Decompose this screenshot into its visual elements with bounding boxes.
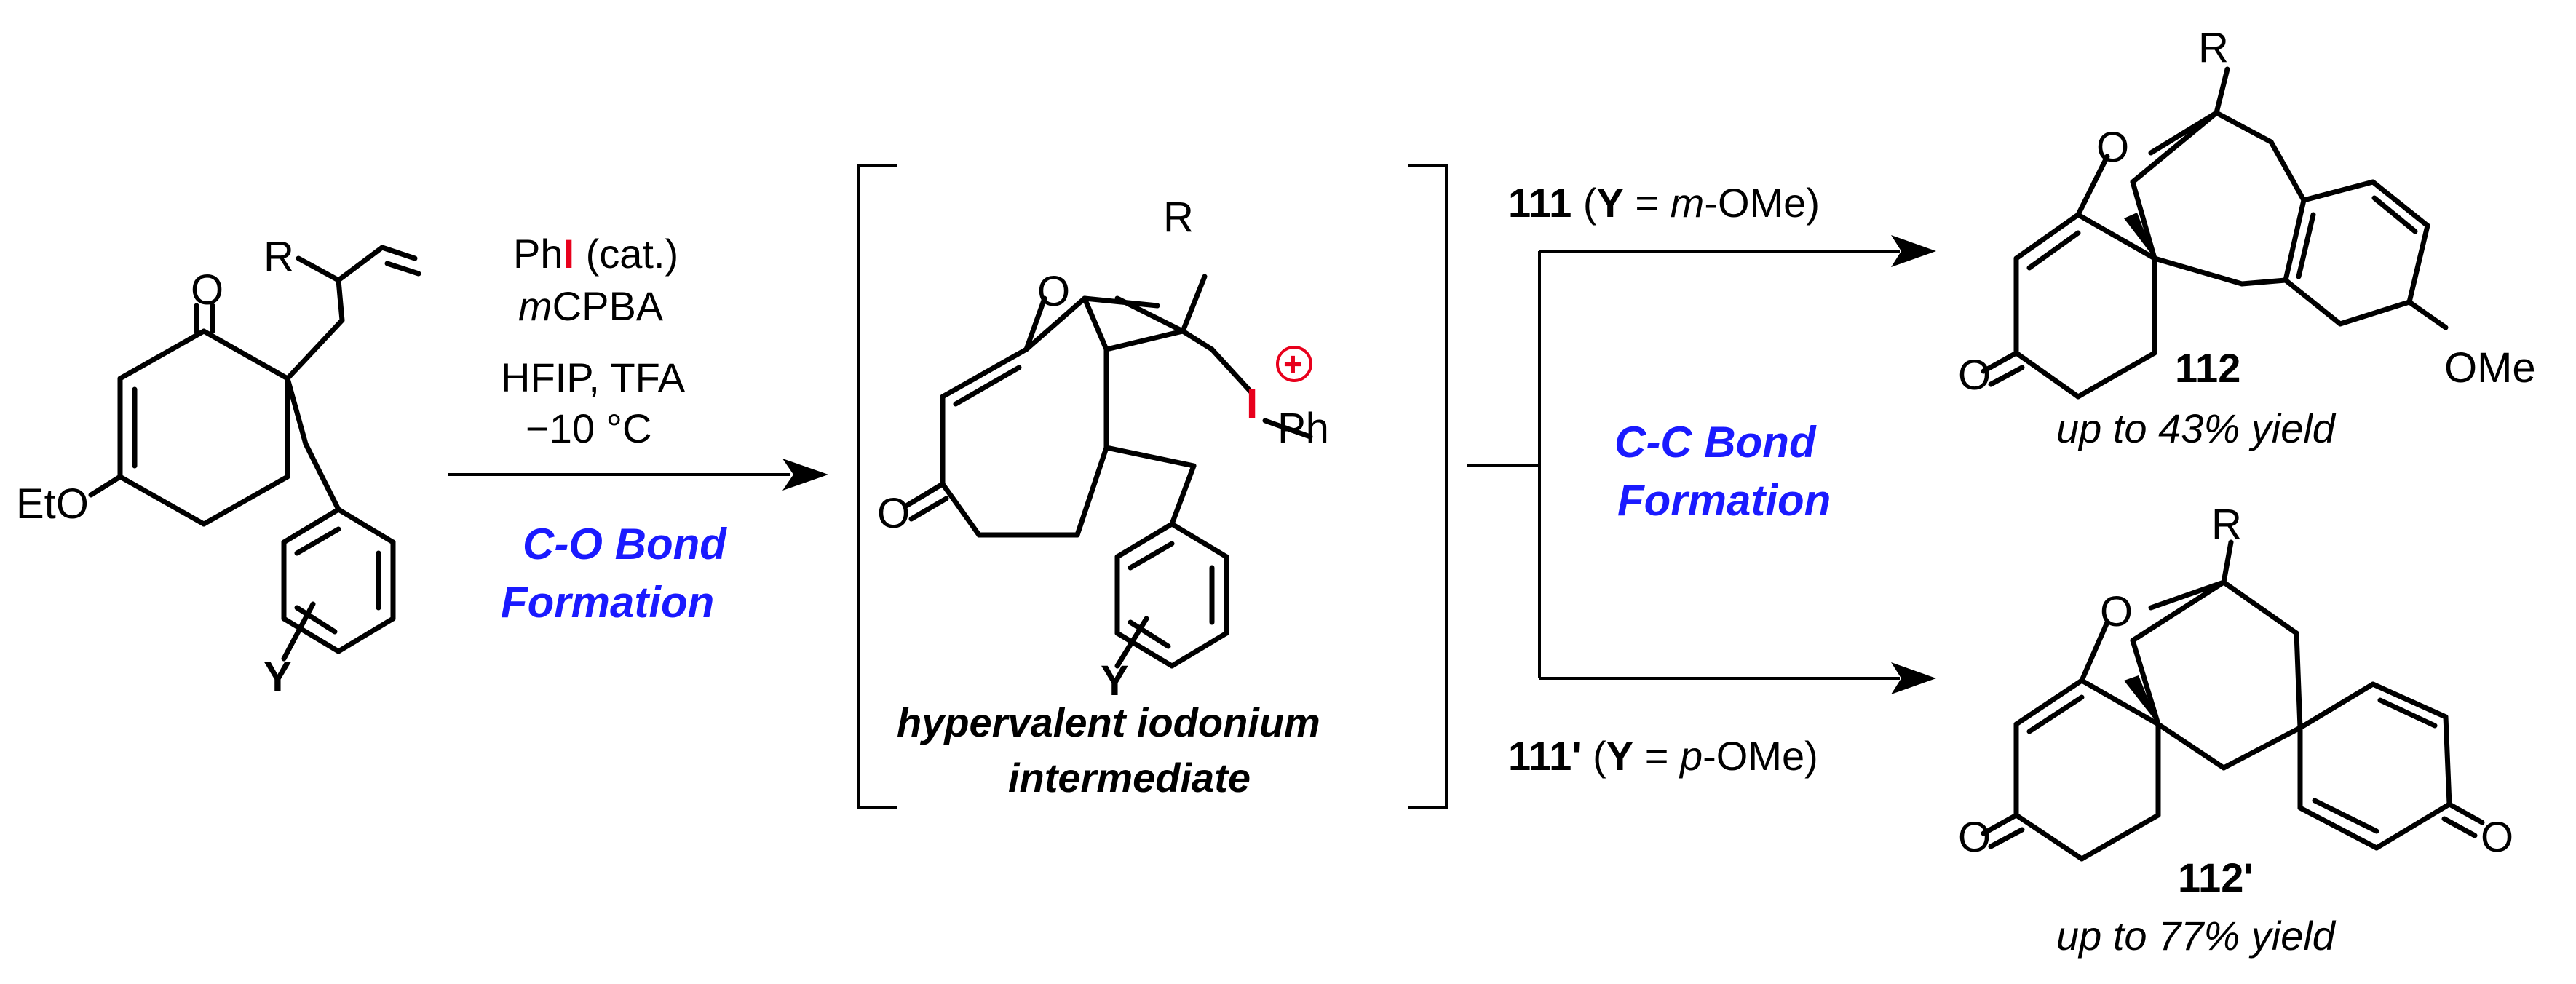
intermediate-structure: O O R I + Ph Y xyxy=(877,194,1329,705)
product-112-oxygen-ring: O xyxy=(2096,124,2129,171)
atom-y-group: Y xyxy=(263,654,292,701)
iodonium-charge-circle xyxy=(1276,346,1312,382)
intermediate-label: hypervalent iodonium intermediate xyxy=(897,699,1320,801)
reagent-temperature: −10 °C xyxy=(526,405,651,451)
intermediate-label-line1: hypervalent iodonium xyxy=(897,699,1320,745)
intermediate-r-group: R xyxy=(1163,194,1194,241)
intermediate-y-group: Y xyxy=(1101,657,1129,705)
reagent-conditions: PhI (cat.) mCPBA HFIP, TFA −10 °C C-O Bo… xyxy=(501,231,727,627)
cc-bond-formation-line2: Formation xyxy=(1617,476,1831,525)
intermediate-oxygen-ring: O xyxy=(1037,268,1070,315)
product-112-prime-yield: up to 77% yield xyxy=(2056,913,2337,959)
reagent-solvents: HFIP, TFA xyxy=(501,354,686,400)
product-112-prime: O O O R 112' up to 77% yield xyxy=(1958,501,2513,959)
product-112-oxygen-carbonyl: O xyxy=(1958,352,1991,399)
intermediate-oxygen-carbonyl: O xyxy=(877,490,910,537)
product-112: O O R OMe 112 up to 43% yield xyxy=(1958,24,2536,451)
branch-labels: 111 (Y = m-OMe) C-C Bond Formation 111' … xyxy=(1508,180,1831,779)
atom-r-group: R xyxy=(263,233,294,280)
product-112-number: 112 xyxy=(2175,345,2240,391)
atom-oxygen-carbonyl: O xyxy=(191,266,223,314)
co-bond-formation-line1: C-O Bond xyxy=(523,520,727,568)
intermediate-label-line2: intermediate xyxy=(1008,755,1251,801)
starting-material: O R EtO Y xyxy=(16,233,421,701)
product-112-yield: up to 43% yield xyxy=(2056,405,2337,451)
product-112-r-group: R xyxy=(2198,24,2229,71)
product-112-methoxy: OMe xyxy=(2444,344,2536,392)
intermediate-phenyl: Ph xyxy=(1277,405,1329,452)
product-112-wedge-bond xyxy=(2124,213,2155,258)
intermediate-iodine: I xyxy=(1246,381,1258,428)
reaction-arrow-1 xyxy=(448,459,828,491)
atom-ethoxy: EtO xyxy=(16,480,89,528)
brackets xyxy=(857,164,1448,809)
branch-bottom-label: 111' (Y = p-OMe) xyxy=(1508,733,1818,779)
product-112-prime-oxygen-carbonyl-right: O xyxy=(2481,814,2513,861)
branch-top-label: 111 (Y = m-OMe) xyxy=(1508,180,1820,226)
cc-bond-formation-line1: C-C Bond xyxy=(1614,418,1817,467)
product-112-prime-r-group: R xyxy=(2211,501,2242,548)
product-112-prime-oxygen-carbonyl-left: O xyxy=(1958,814,1991,861)
iodonium-charge: + xyxy=(1283,345,1303,383)
product-112-prime-oxygen-ring: O xyxy=(2100,588,2133,635)
branch-arrows xyxy=(1467,235,1936,694)
product-112-prime-number: 112' xyxy=(2178,854,2254,900)
reagent-mcpba: mCPBA xyxy=(518,283,664,329)
co-bond-formation-line2: Formation xyxy=(501,578,714,627)
product-112-prime-wedge-bond xyxy=(2124,675,2158,724)
reagent-phi: PhI (cat.) xyxy=(513,231,678,277)
